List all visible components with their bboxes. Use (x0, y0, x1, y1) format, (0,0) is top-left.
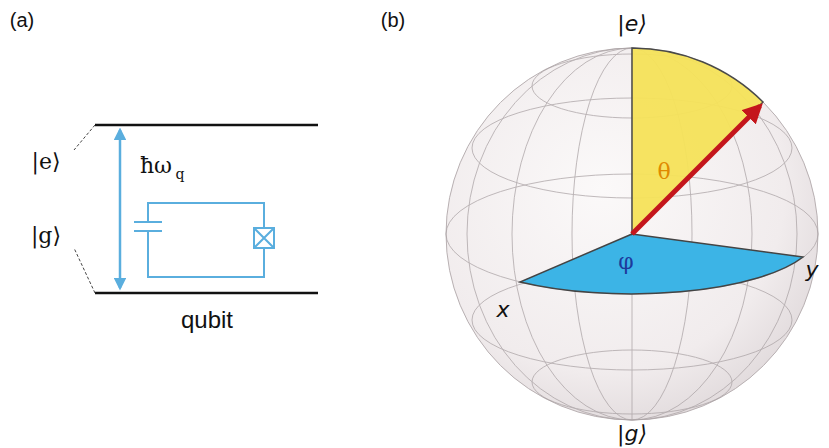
angle-label: θ (657, 161, 670, 183)
energy-levels (74, 125, 318, 293)
level-label: |g⟩ (31, 225, 61, 247)
panel-letter: (a) (10, 10, 34, 30)
angle-label: φ (618, 251, 633, 273)
pole-label: |e⟩ (617, 13, 647, 35)
state-vector (632, 106, 760, 234)
pole-label: |g⟩ (617, 423, 647, 445)
phi-wedge (520, 234, 803, 294)
level-label: |e⟩ (31, 151, 60, 173)
energy-label: ħω (140, 155, 172, 177)
theta-wedge (632, 48, 763, 234)
element-caption: qubit (181, 308, 233, 332)
qubit-circuit (134, 203, 274, 277)
bloch-sphere (446, 48, 818, 420)
axis-label: y (805, 259, 818, 281)
axis-label: x (496, 299, 509, 321)
panel-letter: (b) (381, 10, 405, 30)
energy-subscript: q (176, 167, 185, 181)
